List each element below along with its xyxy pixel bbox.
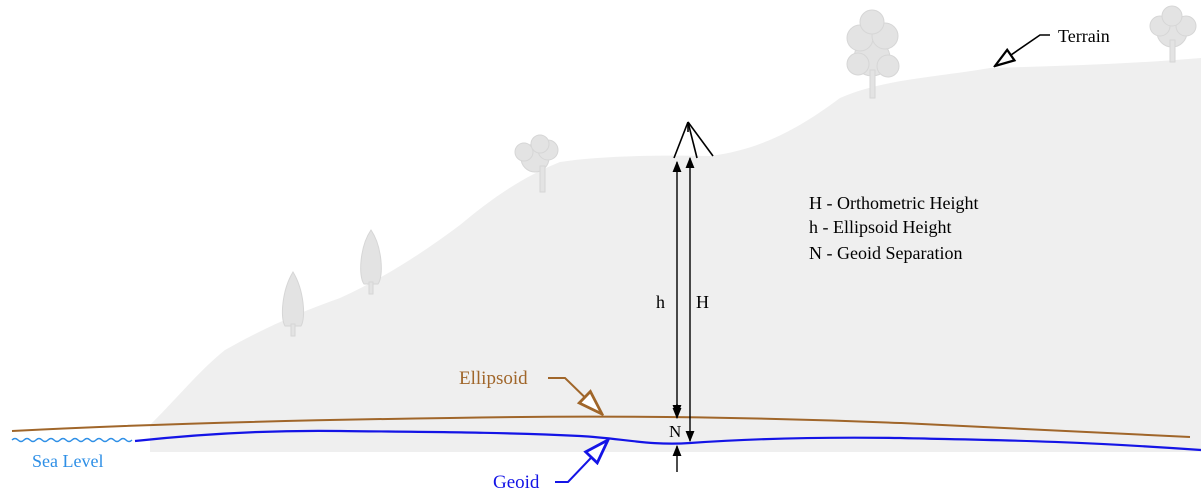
legend-orthometric-height: H - Orthometric Height	[809, 193, 978, 213]
legend-geoid-separation: N - Geoid Separation	[809, 243, 962, 263]
terrain-shape	[150, 58, 1201, 452]
orthometric-height-symbol: H	[696, 292, 709, 312]
tree-icon	[514, 134, 559, 193]
tree-icon	[360, 229, 382, 295]
geoid-line	[134, 429, 1201, 452]
legend-ellipsoid-height: h - Ellipsoid Height	[809, 217, 952, 237]
tree-icon	[846, 9, 900, 99]
terrain-label: Terrain	[1058, 26, 1110, 46]
tree-icon	[1149, 5, 1197, 63]
geoid-label: Geoid	[493, 472, 540, 491]
ellipsoid-line	[11, 415, 1191, 438]
terrain-leader	[995, 34, 1050, 66]
survey-tripod-icon	[673, 121, 714, 159]
tree-icon	[281, 271, 305, 337]
ellipsoid-label: Ellipsoid	[459, 368, 528, 389]
sea-level-waves	[11, 437, 133, 443]
geoid-separation-symbol: N	[669, 422, 681, 441]
ellipsoid-leader	[548, 377, 602, 414]
ellipsoid-height-symbol: h	[656, 292, 665, 312]
geoid-leader	[555, 440, 608, 483]
sea-level-label: Sea Level	[32, 451, 103, 471]
